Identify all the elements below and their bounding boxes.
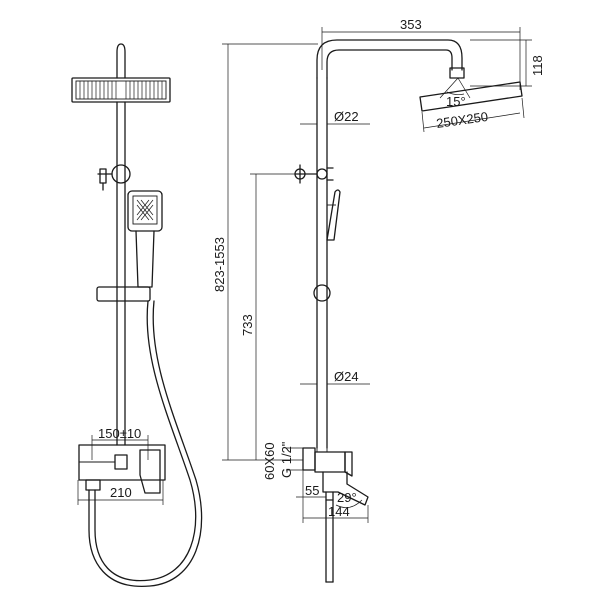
dim-bracket-height-label: 733: [240, 314, 255, 336]
riser-pipe-side: [316, 39, 465, 449]
dimension-upper-pipe: Ø22: [300, 109, 370, 125]
dim-wall-plate-label: 60X60: [262, 442, 277, 480]
dimension-head-drop: 118: [470, 39, 545, 87]
mixer-valve-side: [302, 447, 353, 477]
dim-lower-pipe-label: Ø24: [334, 369, 359, 384]
dim-thread-label: G 1/2": [279, 441, 294, 478]
diverter-connector-front: [97, 164, 131, 191]
dim-body-width-label: 210: [110, 485, 132, 500]
dim-upper-pipe-label: Ø22: [334, 109, 359, 124]
dim-spout-angle-label: 29°: [337, 490, 357, 505]
dimension-bracket-height: 733: [240, 173, 296, 460]
front-view: 150±10 210: [71, 43, 203, 587]
dimension-spout-angle: 29°: [335, 490, 363, 508]
sliding-bracket-front: [96, 286, 151, 302]
dimension-total-height: 823-1553: [212, 43, 318, 461]
sliding-bracket-side: [313, 284, 331, 302]
dimension-spout-length: 144: [302, 470, 369, 523]
mixer-valve-front: [78, 444, 166, 494]
side-view: 353 118 15° 250X250 Ø22 Ø24: [212, 17, 545, 583]
diverter-connector-side: [294, 164, 334, 184]
dim-spout-length-label: 144: [328, 504, 350, 519]
dim-valve-width-label: 150±10: [98, 426, 141, 441]
dimension-wall-fitting: 60X60 G 1/2": [262, 441, 303, 480]
dim-arm-reach-label: 353: [400, 17, 422, 32]
shower-hose-side: [325, 499, 334, 583]
dim-head-tilt-label: 15°: [446, 94, 466, 109]
rain-shower-head-side: [419, 77, 523, 112]
dim-head-size-label: 250X250: [435, 109, 489, 131]
dim-total-height-label: 823-1553: [212, 237, 227, 292]
dimension-valve-width: 150±10: [91, 426, 149, 460]
dimension-head-size: 250X250: [421, 97, 525, 133]
shower-hose-front: [88, 300, 203, 587]
dimension-spout-offset: 55: [296, 483, 326, 498]
hand-shower-side: [326, 189, 341, 270]
hand-shower-front: [127, 190, 163, 288]
riser-pipe-front: [116, 43, 126, 446]
dim-spout-offset-label: 55: [305, 483, 319, 498]
rain-shower-head-front: [71, 77, 171, 103]
dim-head-drop-label: 118: [530, 55, 545, 76]
bath-spout-side: [322, 471, 369, 506]
dimension-arm-reach: 353: [321, 17, 521, 90]
dimension-lower-pipe: Ø24: [300, 369, 370, 385]
dimension-body-width: 210: [77, 480, 164, 505]
